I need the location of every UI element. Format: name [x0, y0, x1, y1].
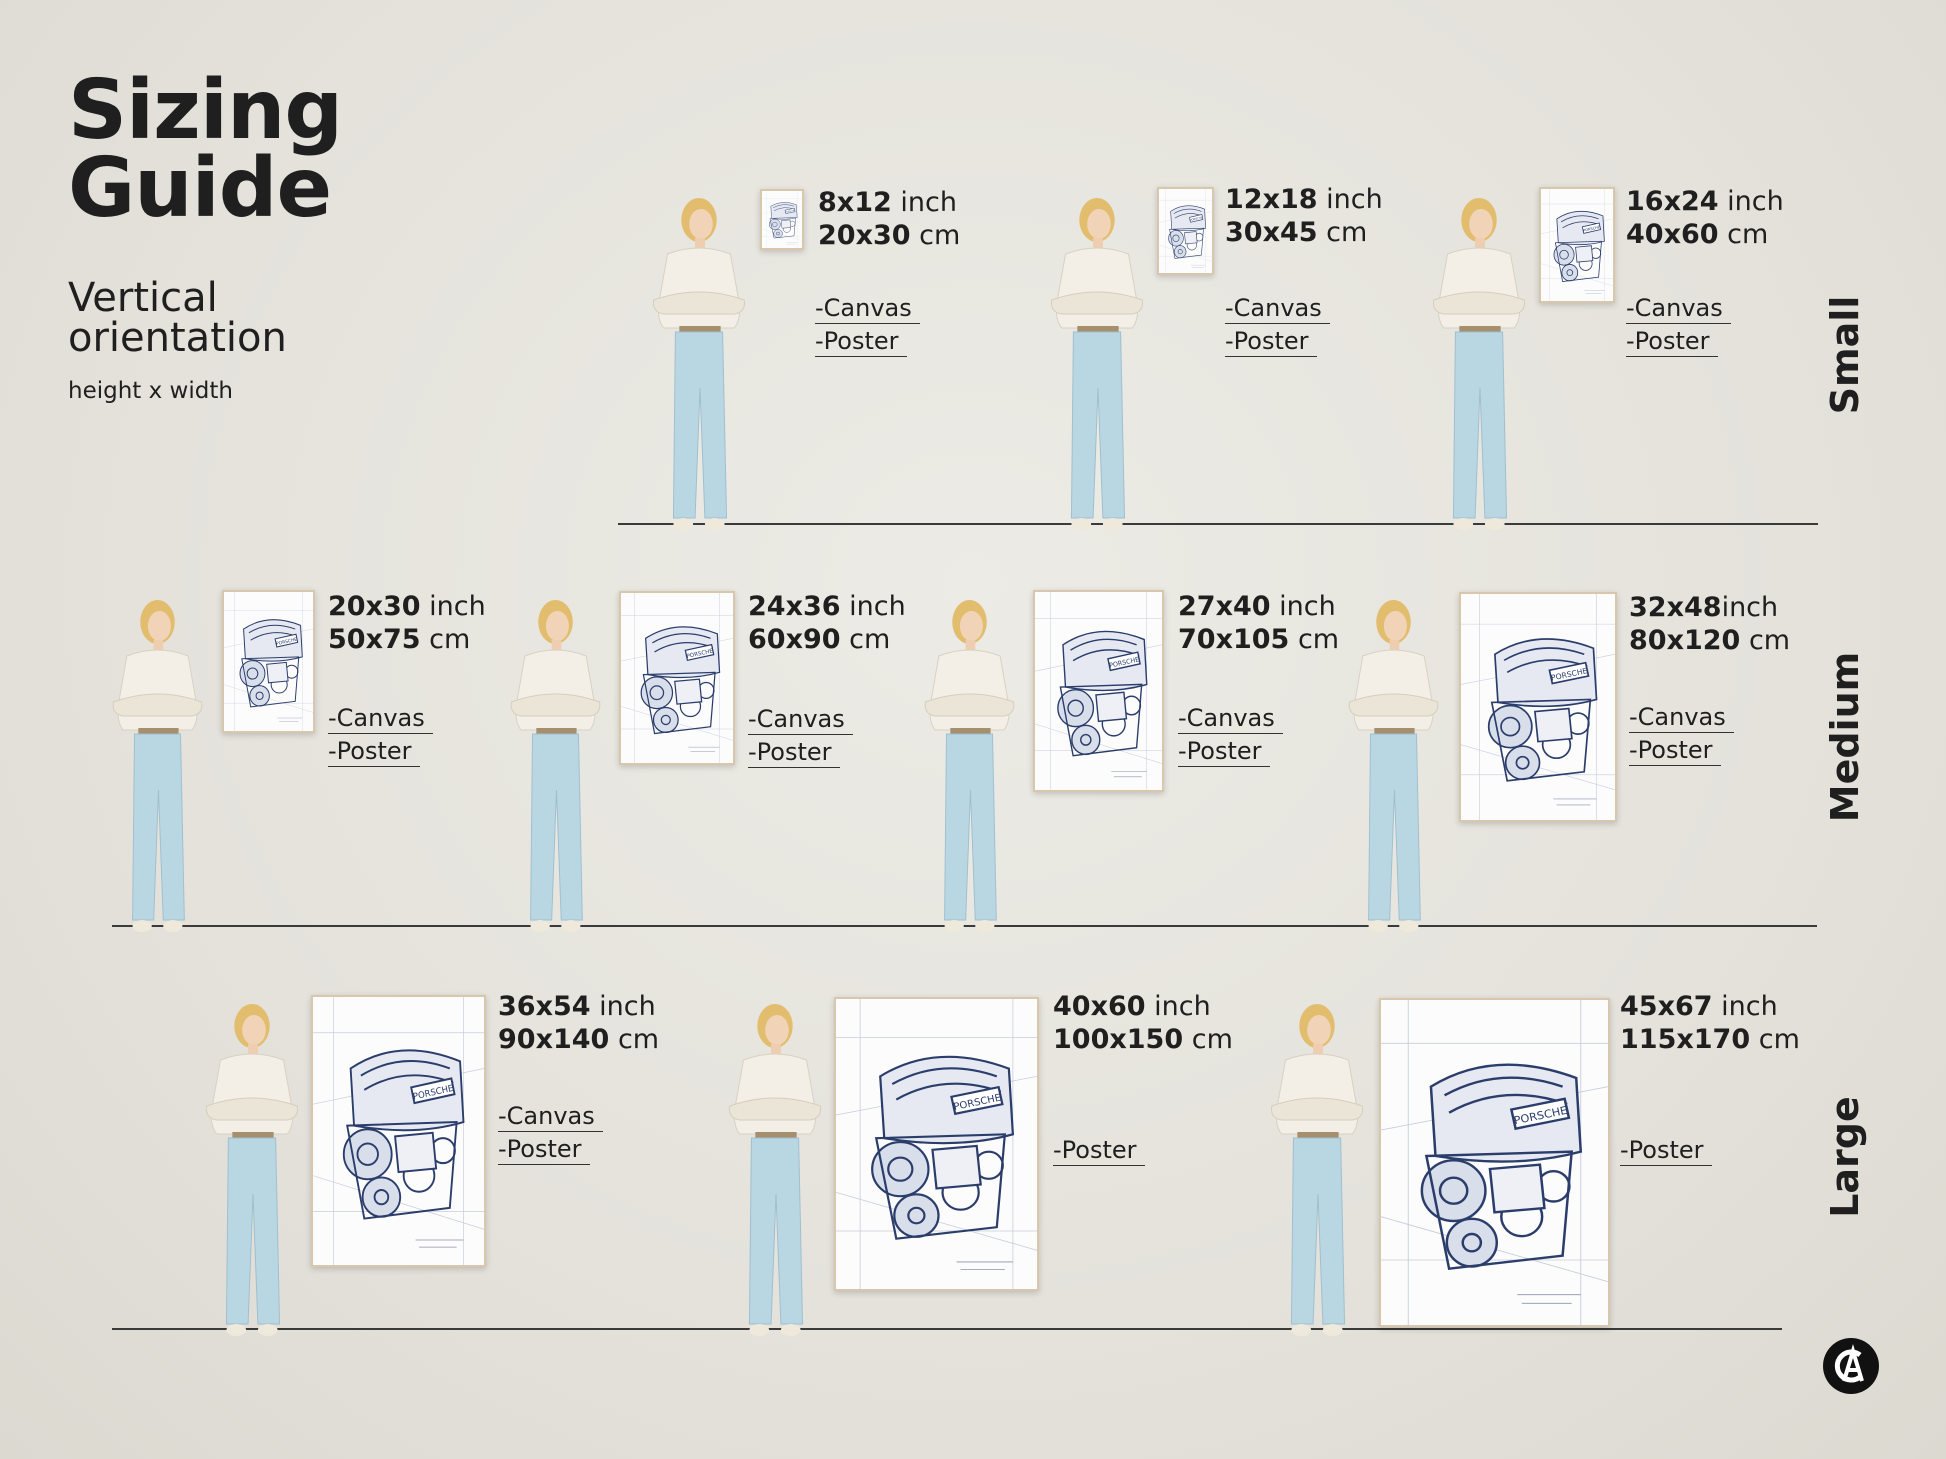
person-figure	[1420, 188, 1538, 533]
person-figure	[1038, 188, 1156, 533]
tier-label-large: Large	[1823, 1096, 1867, 1218]
person-figure	[912, 590, 1027, 935]
size-inch: 32x48inch	[1629, 592, 1779, 623]
svg-text:PORSCHE: PORSCHE	[785, 210, 796, 214]
orientation-subtitle: Vertical orientation	[68, 278, 287, 358]
size-inch: 45x67 inch	[1620, 991, 1778, 1022]
tier-label-medium: Medium	[1823, 651, 1867, 823]
option-canvas-link[interactable]: -Canvas	[1225, 293, 1330, 324]
size-cm: 90x140 cm	[498, 1024, 660, 1055]
svg-text:PORSCHE: PORSCHE	[1190, 215, 1203, 222]
option-poster-link[interactable]: -Poster	[1225, 326, 1317, 357]
size-inch: 36x54 inch	[498, 991, 656, 1022]
size-inch: 40x60 inch	[1053, 991, 1211, 1022]
engine-print-frame: PORSCHE	[1157, 187, 1214, 275]
material-options: -Canvas-Poster	[748, 704, 853, 770]
svg-text:PORSCHE: PORSCHE	[276, 637, 298, 648]
option-canvas-link[interactable]: -Canvas	[1626, 293, 1731, 324]
material-options: -Canvas-Poster	[1629, 702, 1734, 768]
floor-line-large	[112, 1328, 1782, 1330]
brand-logo-icon	[1822, 1337, 1880, 1395]
option-poster-link[interactable]: -Poster	[498, 1134, 590, 1165]
material-options: -Canvas-Poster	[815, 293, 920, 359]
option-canvas-link[interactable]: -Canvas	[498, 1101, 603, 1132]
option-poster-link[interactable]: -Poster	[1629, 735, 1721, 766]
svg-text:PORSCHE: PORSCHE	[1583, 225, 1601, 233]
option-poster-link[interactable]: -Poster	[748, 737, 840, 768]
option-poster-link[interactable]: -Poster	[1626, 326, 1718, 357]
person-figure	[640, 188, 758, 533]
size-inch: 8x12 inch	[818, 187, 957, 218]
tier-label-small: Small	[1823, 295, 1867, 415]
option-canvas-link[interactable]: -Canvas	[1629, 702, 1734, 733]
engine-print-frame: PORSCHE	[1379, 998, 1610, 1327]
title-line-2: Guide	[68, 141, 332, 236]
material-options: -Poster	[1620, 1135, 1712, 1168]
material-options: -Canvas-Poster	[1178, 703, 1283, 769]
size-inch: 12x18 inch	[1225, 184, 1383, 215]
size-cm: 115x170 cm	[1620, 1024, 1800, 1055]
material-options: -Canvas-Poster	[498, 1101, 603, 1167]
title-line-1: Sizing	[68, 63, 343, 158]
engine-print-frame: PORSCHE	[619, 591, 735, 765]
option-poster-link[interactable]: -Poster	[815, 326, 907, 357]
material-options: -Canvas-Poster	[1626, 293, 1731, 359]
person-figure	[716, 994, 834, 1339]
size-inch: 27x40 inch	[1178, 591, 1336, 622]
dimension-hint: height x width	[68, 378, 233, 404]
size-cm: 70x105 cm	[1178, 624, 1340, 655]
size-cm: 30x45 cm	[1225, 217, 1368, 248]
material-options: -Poster	[1053, 1135, 1145, 1168]
option-poster-link[interactable]: -Poster	[1053, 1135, 1145, 1166]
engine-print-frame: PORSCHE	[760, 189, 804, 250]
size-cm: 80x120 cm	[1629, 625, 1791, 656]
engine-print-frame: PORSCHE	[834, 997, 1039, 1291]
engine-print-frame: PORSCHE	[1459, 592, 1617, 822]
engine-print-frame: PORSCHE	[222, 590, 315, 733]
floor-line-medium	[112, 925, 1817, 927]
material-options: -Canvas-Poster	[328, 703, 433, 769]
subtitle-line-1: Vertical	[68, 275, 218, 321]
size-cm: 100x150 cm	[1053, 1024, 1233, 1055]
person-figure	[498, 590, 613, 935]
option-canvas-link[interactable]: -Canvas	[1178, 703, 1283, 734]
svg-text:PORSCHE: PORSCHE	[686, 648, 714, 660]
person-figure	[1336, 590, 1451, 935]
engine-print-frame: PORSCHE	[1033, 590, 1164, 792]
size-inch: 20x30 inch	[328, 591, 486, 622]
page-title: Sizing Guide	[68, 63, 343, 236]
size-cm: 20x30 cm	[818, 220, 961, 251]
size-cm: 40x60 cm	[1626, 219, 1769, 250]
floor-line-small	[618, 523, 1818, 525]
person-figure	[193, 994, 311, 1339]
material-options: -Canvas-Poster	[1225, 293, 1330, 359]
person-figure	[100, 590, 215, 935]
option-poster-link[interactable]: -Poster	[1620, 1135, 1712, 1166]
option-canvas-link[interactable]: -Canvas	[815, 293, 920, 324]
person-figure	[1258, 994, 1376, 1339]
size-inch: 16x24 inch	[1626, 186, 1784, 217]
option-canvas-link[interactable]: -Canvas	[748, 704, 853, 735]
option-canvas-link[interactable]: -Canvas	[328, 703, 433, 734]
subtitle-line-2: orientation	[68, 315, 287, 361]
option-poster-link[interactable]: -Poster	[328, 736, 420, 767]
size-inch: 24x36 inch	[748, 591, 906, 622]
engine-print-frame: PORSCHE	[1539, 187, 1615, 303]
option-poster-link[interactable]: -Poster	[1178, 736, 1270, 767]
engine-print-frame: PORSCHE	[311, 995, 486, 1267]
size-cm: 50x75 cm	[328, 624, 471, 655]
size-cm: 60x90 cm	[748, 624, 891, 655]
